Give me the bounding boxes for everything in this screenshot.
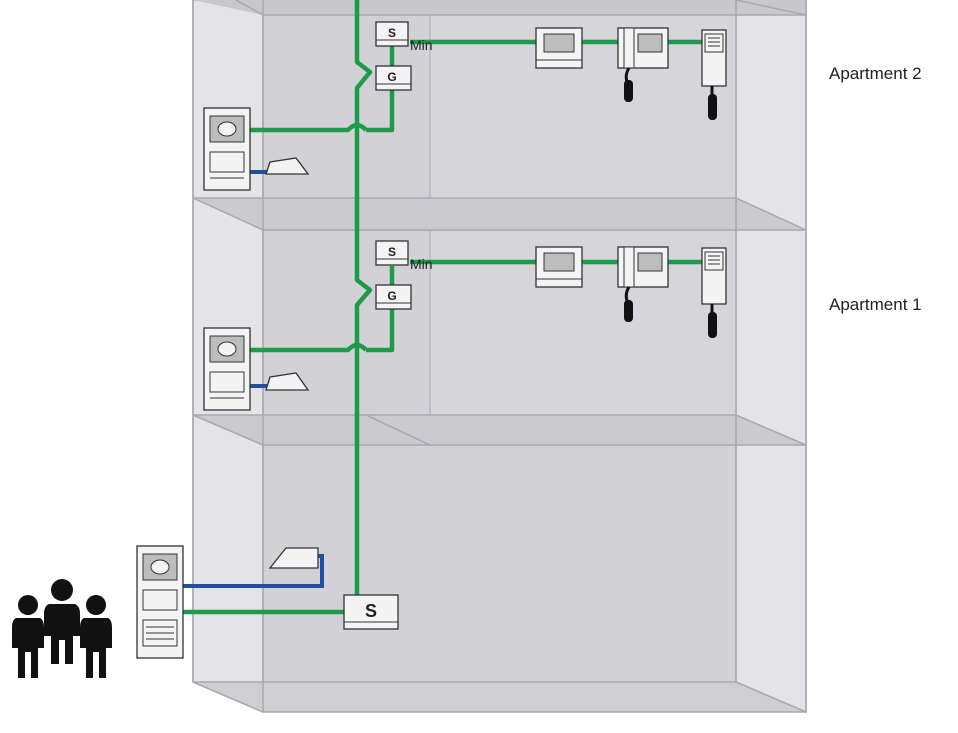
gateway-label-apt1: G [387,289,396,303]
apartment-2-devices: S Min G [203,21,727,191]
video-intercom-icon [617,246,669,322]
apartment-1-devices: S Min G [203,240,727,411]
audio-handset-icon [701,29,727,120]
video-monitor-icon [535,246,583,288]
main-supply-module: S [343,594,399,630]
gateway-module-apt2: G [375,65,412,91]
door-lock-icon [265,372,310,391]
supply-module-apt2: S [375,21,409,47]
door-station-icon [203,107,251,191]
door-station-icon [203,327,251,411]
ground-floor-devices: S [136,545,399,659]
video-intercom-icon [617,27,669,102]
gateway-label-apt2: G [387,70,396,84]
people-icon [12,579,112,678]
supply-label-apt1: S [388,245,396,259]
audio-handset-icon [701,247,727,338]
bus-wiring [183,0,702,615]
min-label-apt1: Min [410,256,433,272]
building [192,0,807,714]
video-monitor-icon [535,27,583,69]
apartment-2-label: Apartment 2 [829,64,922,83]
supply-module-apt1: S [375,240,409,266]
gateway-module-apt1: G [375,284,412,310]
min-label-apt2: Min [410,37,433,53]
supply-label-apt2: S [388,26,396,40]
door-lock-icon [268,547,319,569]
door-lock-icon [265,157,310,175]
main-supply-label: S [365,601,377,621]
apartment-1-label: Apartment 1 [829,295,922,314]
outdoor-station-icon [136,545,184,659]
